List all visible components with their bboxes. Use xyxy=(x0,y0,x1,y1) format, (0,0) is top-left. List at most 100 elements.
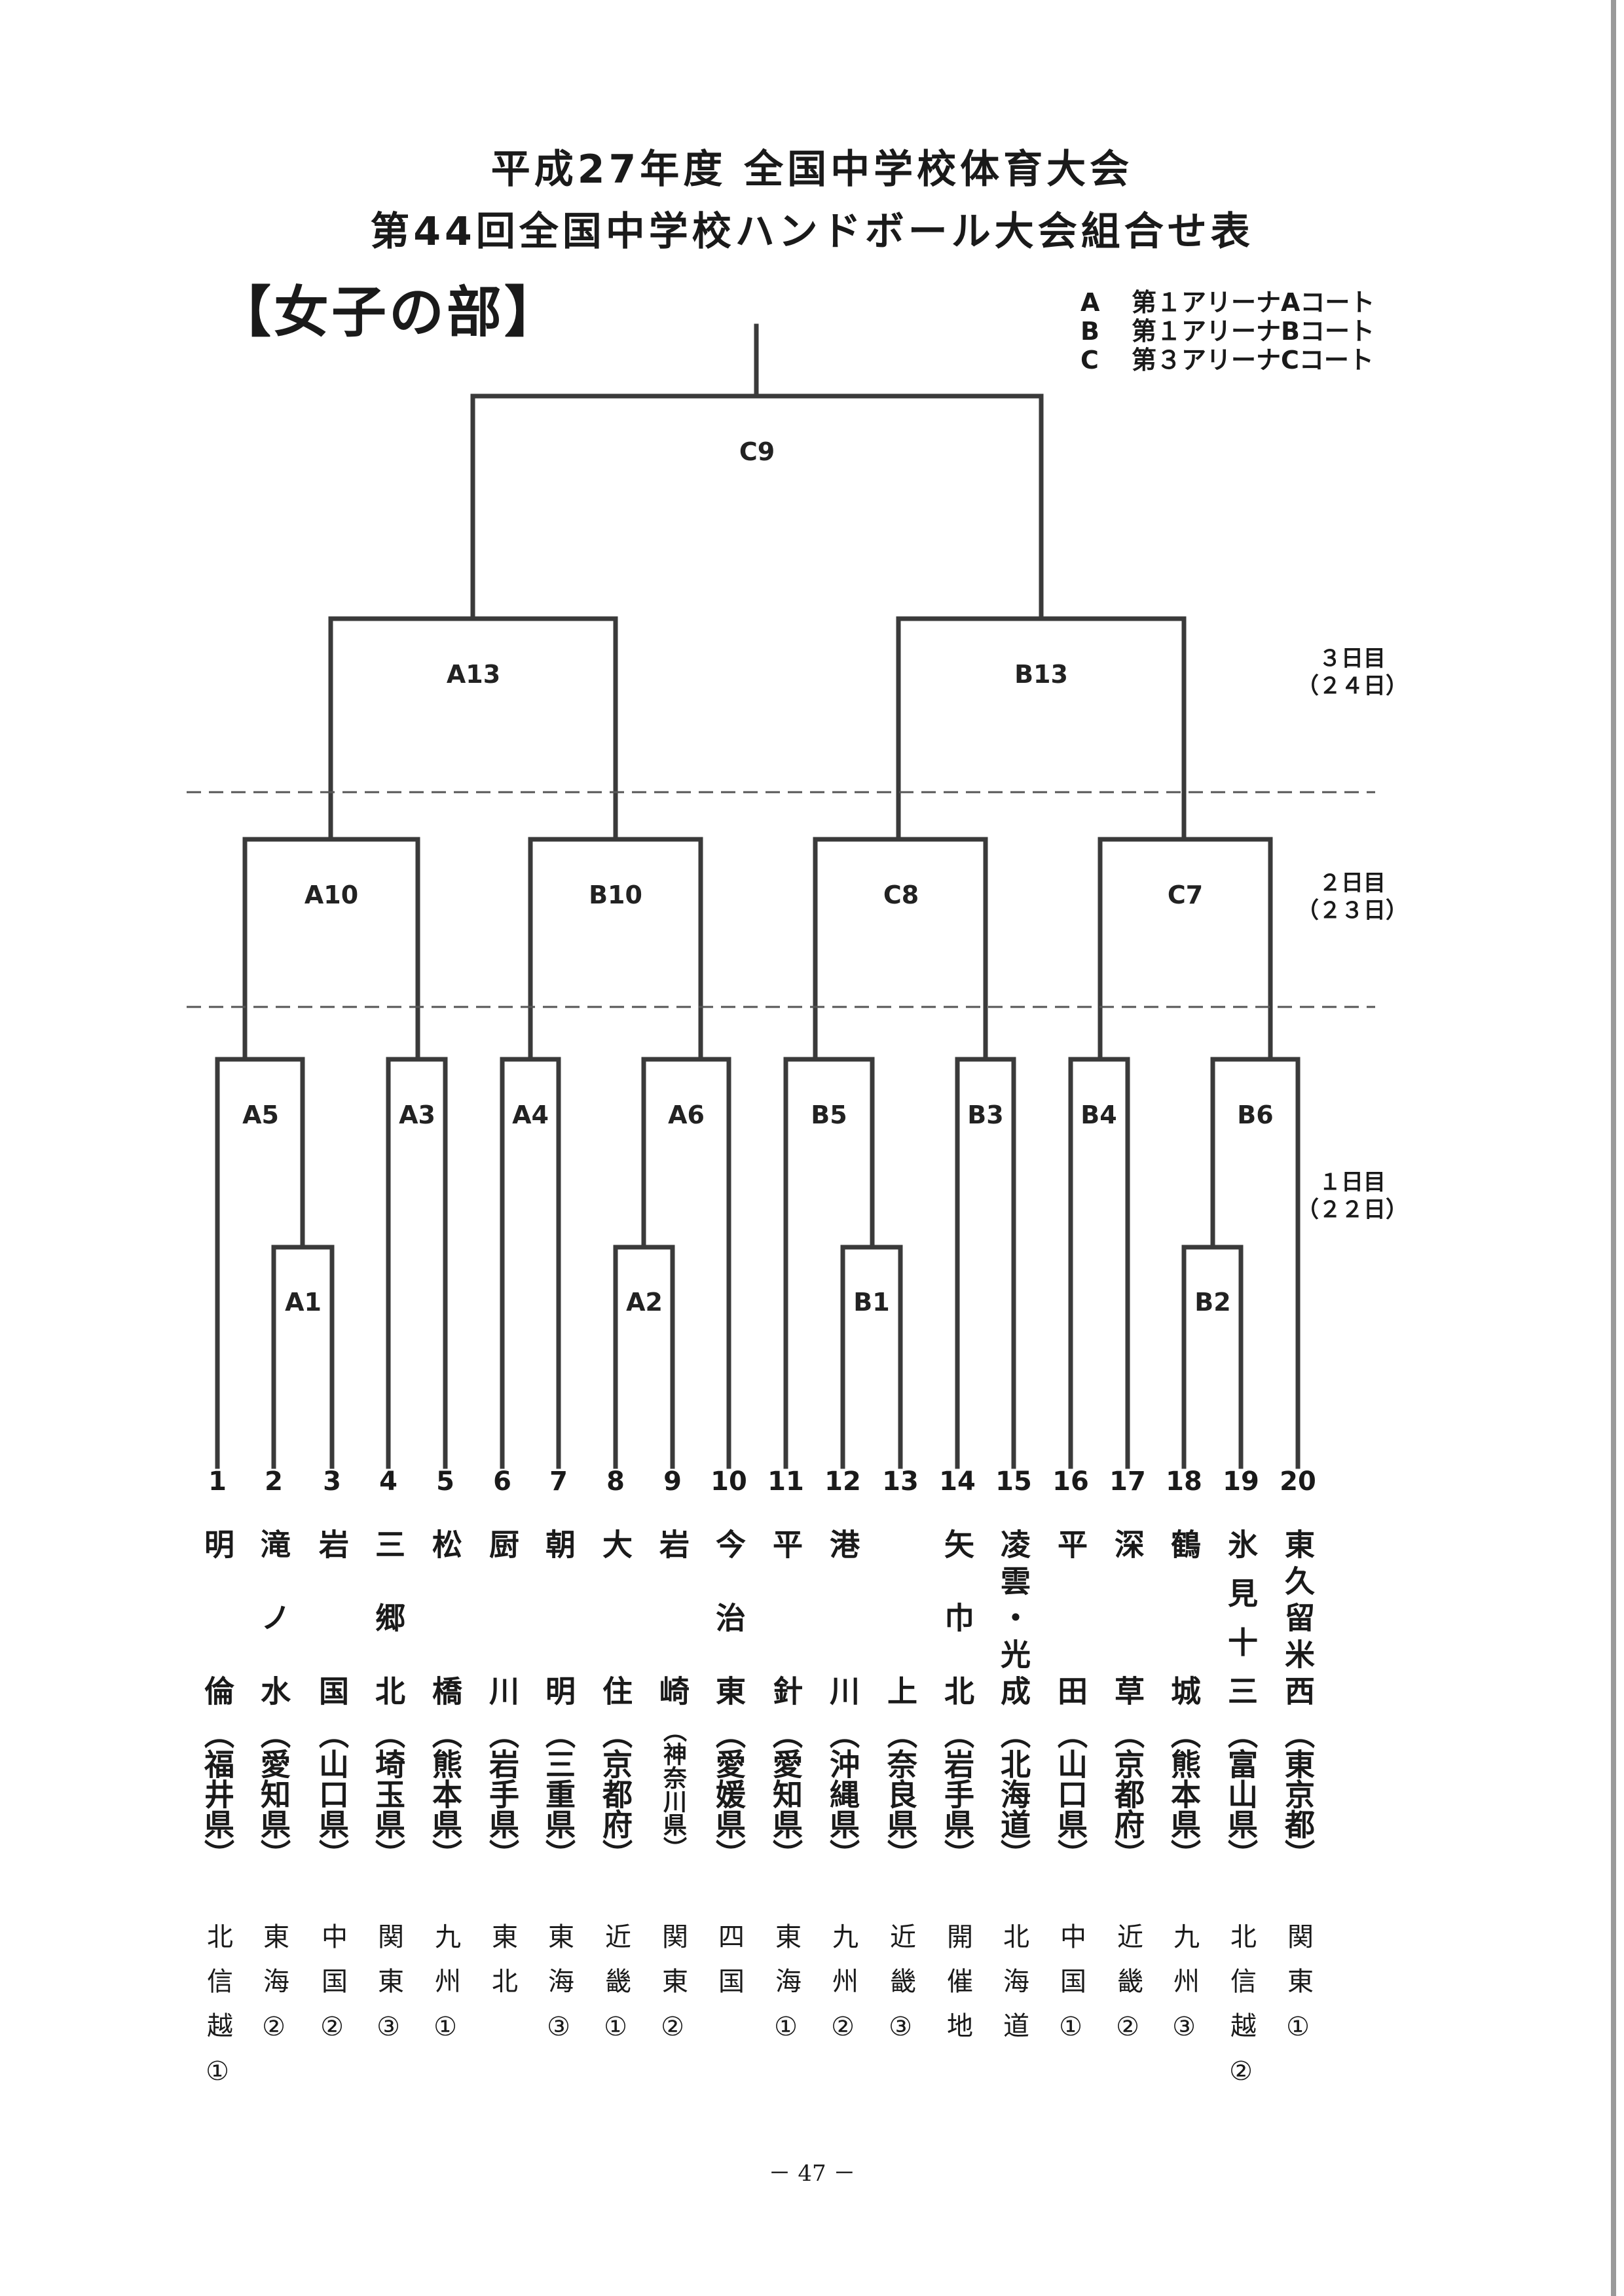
slot-number: 2 xyxy=(265,1467,283,1497)
heading-tournament: 平成27年度 全国中学校体育大会 xyxy=(490,147,1134,192)
team-region: 近畿② xyxy=(1113,1923,1143,2060)
team-prefecture: （三重県） xyxy=(541,1719,576,1869)
team-region: 四国 xyxy=(714,1923,744,2012)
slot-number: 11 xyxy=(767,1467,804,1497)
slot-number: 4 xyxy=(379,1467,397,1497)
legend-text: 第１アリーナBコート xyxy=(1132,317,1375,346)
match-label-b4: B4 xyxy=(1080,1101,1116,1129)
match-label-a10: A10 xyxy=(304,881,358,909)
slot-number: 8 xyxy=(606,1467,625,1497)
match-label-a5: A5 xyxy=(242,1101,279,1129)
tournament-bracket: C9 A13 B13 A10 B10 C8 C7 A5 A3 A4 A6 B5 … xyxy=(187,323,1375,1469)
team-prefecture: （山口県） xyxy=(314,1719,350,1869)
match-label-b13: B13 xyxy=(1014,660,1068,689)
team-region: 東海③ xyxy=(544,1923,574,2060)
team-region: 近畿① xyxy=(600,1923,631,2060)
team-name: 平 針 xyxy=(768,1529,803,1705)
legend-row-b: B 第１アリーナBコート xyxy=(1080,317,1375,346)
bracket-line-b3 xyxy=(955,1057,1016,1469)
team-name: 三郷北 xyxy=(371,1529,406,1705)
slot-number: 19 xyxy=(1223,1467,1259,1497)
legend-key: B xyxy=(1080,317,1099,346)
team-prefecture: （山口県） xyxy=(1053,1719,1088,1869)
bracket-line-b4 xyxy=(1068,1057,1130,1469)
slot-number: 3 xyxy=(323,1467,341,1497)
team-entry: 三郷北 （埼玉県） 関東③ xyxy=(362,1529,415,2060)
team-entry: 松 橋 （熊本県） 九州① xyxy=(419,1529,471,2060)
slot-number: 15 xyxy=(995,1467,1032,1497)
bracket-line-b10 xyxy=(528,837,703,1062)
team-entry: 平 田 （山口県） 中国① xyxy=(1044,1529,1097,2060)
team-prefecture: （岩手県） xyxy=(940,1719,975,1869)
team-name: 岩 崎 xyxy=(655,1529,690,1705)
team-entry: 今治東 （愛媛県） 四国 xyxy=(703,1529,755,2012)
team-name: 東久留米西 xyxy=(1280,1529,1316,1705)
team-region: 関東③ xyxy=(373,1923,403,2060)
team-entry: 氷見十三 （富山県） 北信越② xyxy=(1215,1529,1267,2105)
team-prefecture: （富山県） xyxy=(1223,1719,1259,1869)
legend-key: C xyxy=(1080,346,1099,374)
slot-number: 17 xyxy=(1109,1467,1146,1497)
bracket-line-a10 xyxy=(242,837,420,1062)
team-region: 関東② xyxy=(657,1923,688,2060)
team-entry: 鶴 城 （熊本県） 九州③ xyxy=(1158,1529,1210,2060)
team-region: 近畿③ xyxy=(885,1923,915,2060)
team-entry: 厨 川 （岩手県） 東北 xyxy=(476,1529,528,2012)
team-entry: 平 針 （愛知県） 東海① xyxy=(760,1529,812,2060)
bracket-line-c8 xyxy=(813,837,988,1062)
section-label-girls: 【女子の部】 xyxy=(216,280,563,344)
team-name: 氷見十三 xyxy=(1223,1529,1259,1705)
legend-text: 第１アリーナAコート xyxy=(1132,288,1375,317)
match-label-c9: C9 xyxy=(739,437,775,466)
team-prefecture: （京都府） xyxy=(1110,1719,1145,1869)
team-name: 今治東 xyxy=(711,1529,747,1705)
slot-number: 20 xyxy=(1280,1467,1316,1497)
bracket-line-c7 xyxy=(1098,837,1273,1062)
day-date: （２４日） xyxy=(1297,673,1408,699)
team-prefecture: （愛知県） xyxy=(768,1719,803,1869)
legend-text: 第３アリーナCコート xyxy=(1132,346,1374,374)
team-prefecture: （埼玉県） xyxy=(371,1719,406,1869)
team-name: 鶴 城 xyxy=(1166,1529,1202,1705)
bracket-line-c9 xyxy=(470,393,1044,621)
team-entry: 大 住 （京都府） 近畿① xyxy=(589,1529,642,2060)
team-name: 深 草 xyxy=(1110,1529,1145,1705)
bracket-line-b6 xyxy=(1210,1057,1301,1469)
bracket-line-b13 xyxy=(896,616,1187,842)
match-label-b3: B3 xyxy=(967,1101,1003,1129)
slot-number: 6 xyxy=(493,1467,511,1497)
team-prefecture: （福井県） xyxy=(200,1719,235,1869)
team-region: 開催地 xyxy=(942,1923,972,2056)
legend-row-c: C 第３アリーナCコート xyxy=(1080,346,1375,374)
day-label-1: １日目 （２２日） xyxy=(1297,1169,1408,1224)
match-label-a6: A6 xyxy=(668,1101,705,1129)
team-region: 北海道 xyxy=(999,1923,1029,2056)
day-name: ３日目 xyxy=(1319,646,1386,672)
team-name: 港 川 xyxy=(825,1529,860,1705)
bracket-line-a13 xyxy=(328,616,618,842)
slot-number: 13 xyxy=(882,1467,919,1497)
slot-number: 16 xyxy=(1052,1467,1089,1497)
team-region: 九州① xyxy=(430,1923,460,2060)
team-region: 中国② xyxy=(317,1923,347,2060)
team-entry: 矢巾北 （岩手県） 開催地 xyxy=(931,1529,984,2056)
match-label-a13: A13 xyxy=(447,660,500,689)
team-prefecture: （北海道） xyxy=(996,1719,1031,1869)
match-label-a4: A4 xyxy=(512,1101,549,1129)
team-name: 矢巾北 xyxy=(940,1529,975,1705)
match-label-c8: C8 xyxy=(883,881,919,909)
team-name: 上 xyxy=(883,1675,918,1705)
slot-number: 18 xyxy=(1166,1467,1202,1497)
match-label-b1: B1 xyxy=(853,1288,889,1317)
match-label-b5: B5 xyxy=(811,1101,847,1129)
team-entry: 上 （奈良県） 近畿③ xyxy=(874,1529,927,2060)
slot-number: 5 xyxy=(436,1467,454,1497)
slot-number: 9 xyxy=(663,1467,682,1497)
match-label-c7: C7 xyxy=(1168,881,1203,909)
day-date: （２３日） xyxy=(1297,898,1408,924)
bracket-line-a1 xyxy=(271,1245,335,1469)
day-date: （２２日） xyxy=(1297,1197,1408,1223)
slot-number: 10 xyxy=(710,1467,747,1497)
match-label-a3: A3 xyxy=(399,1101,435,1129)
